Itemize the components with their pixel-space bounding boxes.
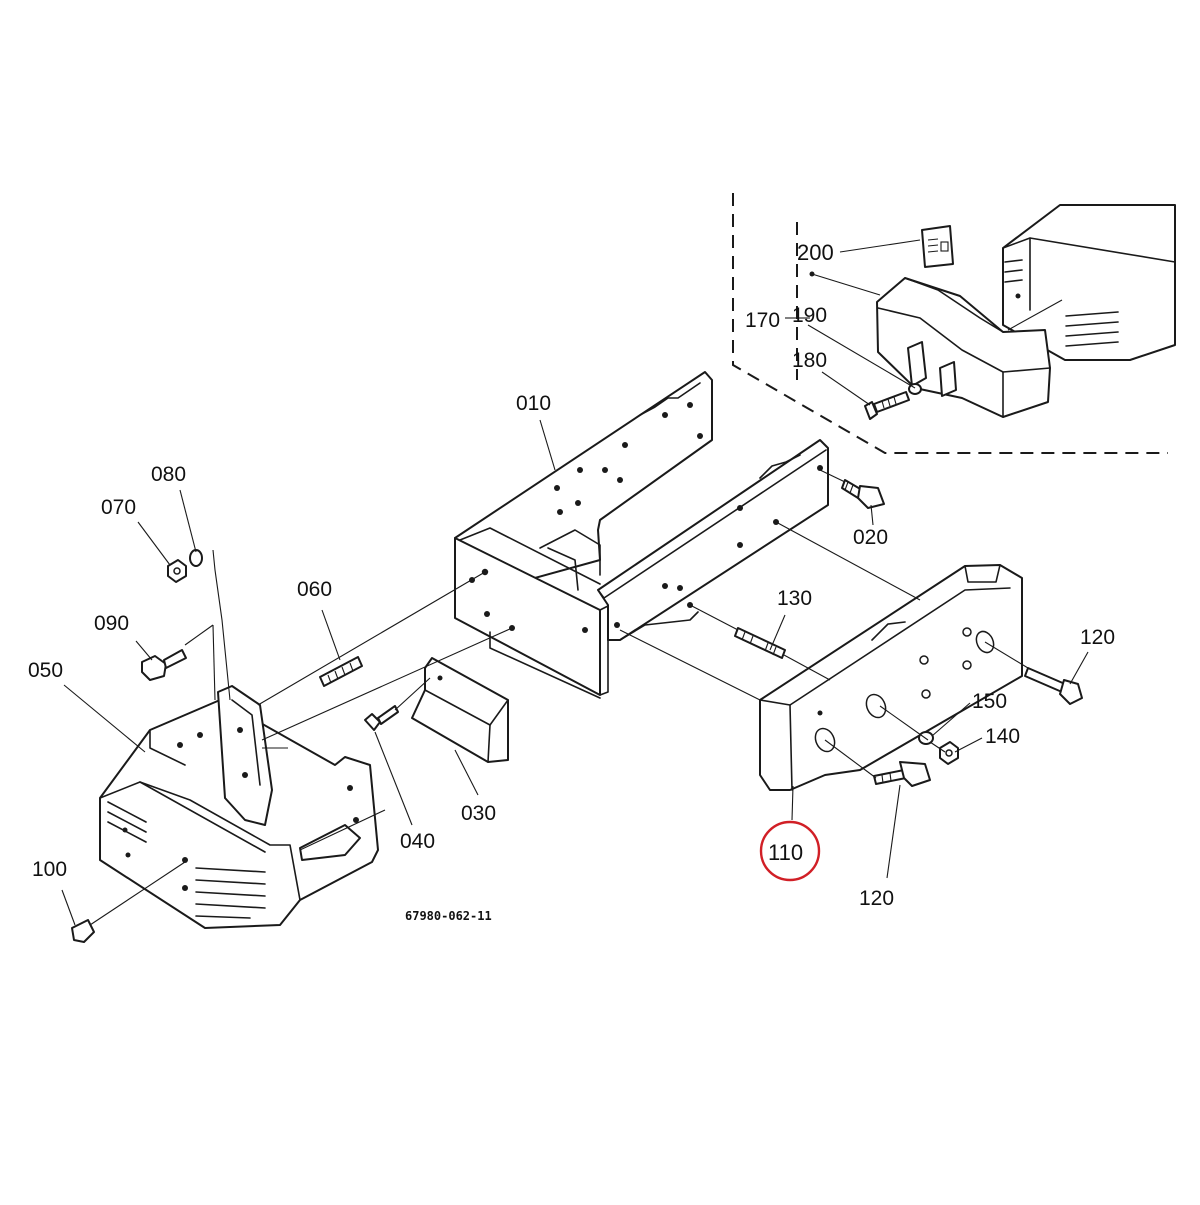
- highlight-circle-110: [759, 820, 821, 882]
- callout-150: 150: [972, 690, 1007, 713]
- assembly-lines: [89, 299, 1063, 926]
- drawing-number: 67980-062-11: [405, 909, 492, 923]
- callout-190: 190: [792, 304, 827, 327]
- callout-030: 030: [461, 802, 496, 825]
- part-140-nut: [939, 741, 959, 765]
- part-020-bolt: [841, 479, 885, 509]
- callout-200: 200: [797, 240, 834, 265]
- callout-060: 060: [297, 578, 332, 601]
- part-040-bolt: [364, 705, 399, 731]
- part-130-stud: [734, 627, 786, 659]
- part-060-stud: [319, 656, 363, 687]
- callout-080: 080: [151, 463, 186, 486]
- callout-130: 130: [777, 587, 812, 610]
- leader-lines: [61, 239, 1089, 926]
- inset-weight-option: [732, 193, 1176, 454]
- inset-dashed-border: [732, 193, 1168, 454]
- part-200-label-decal: [921, 225, 954, 268]
- callout-050: 050: [28, 659, 63, 682]
- part-110-counterweight-block: [759, 564, 1023, 791]
- part-030-bracket: [411, 657, 509, 763]
- callout-090: 090: [94, 612, 129, 635]
- callout-110: 110: [768, 840, 803, 865]
- part-010-frame: [454, 371, 829, 699]
- callout-180: 180: [792, 349, 827, 372]
- part-090-bolt: [141, 649, 187, 681]
- part-050-front-weight: [99, 685, 379, 929]
- part-120-bolt-right: [1024, 667, 1083, 705]
- part-170-weight-bracket: [876, 277, 1051, 418]
- part-080-washer: [189, 549, 203, 567]
- callout-010: 010: [516, 392, 551, 415]
- callout-120-bottom: 120: [859, 887, 894, 910]
- callout-100: 100: [32, 858, 67, 881]
- callout-170: 170: [745, 309, 780, 332]
- callout-120-right: 120: [1080, 626, 1115, 649]
- part-100-clip: [71, 919, 95, 943]
- part-120-bolt-bottom: [873, 761, 931, 787]
- callout-040: 040: [400, 830, 435, 853]
- part-180-bolt: [864, 391, 910, 420]
- callout-020: 020: [853, 526, 888, 549]
- callout-140: 140: [985, 725, 1020, 748]
- callouts: 010 020 030 040 050 060 070 080 090 100 …: [28, 240, 1115, 910]
- part-070-nut: [167, 559, 187, 583]
- callout-070: 070: [101, 496, 136, 519]
